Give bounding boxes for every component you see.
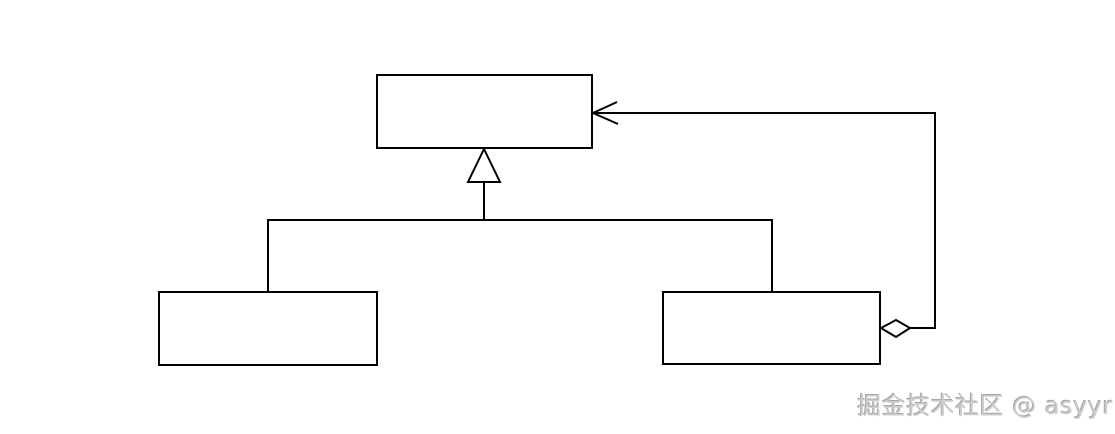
- inheritance-hollow-triangle-icon: [466, 146, 502, 183]
- aggregation-route-line: [593, 112, 936, 329]
- subclass-left-box: [158, 291, 378, 366]
- watermark-text: 掘金技术社区 @ asyyr: [857, 392, 1113, 420]
- inheritance-branch-lines: [267, 219, 773, 292]
- superclass-box: [376, 74, 593, 149]
- subclass-right-box: [662, 291, 881, 365]
- open-arrowhead-icon: [590, 101, 619, 125]
- aggregation-hollow-diamond-icon: [878, 318, 912, 339]
